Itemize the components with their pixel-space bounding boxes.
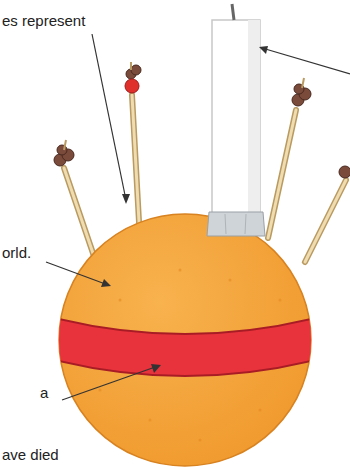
callout-text: ave died	[2, 446, 59, 464]
callout-text: es represent	[2, 12, 85, 30]
callout-text: a	[40, 384, 48, 402]
callout-text: orld.	[2, 244, 31, 262]
